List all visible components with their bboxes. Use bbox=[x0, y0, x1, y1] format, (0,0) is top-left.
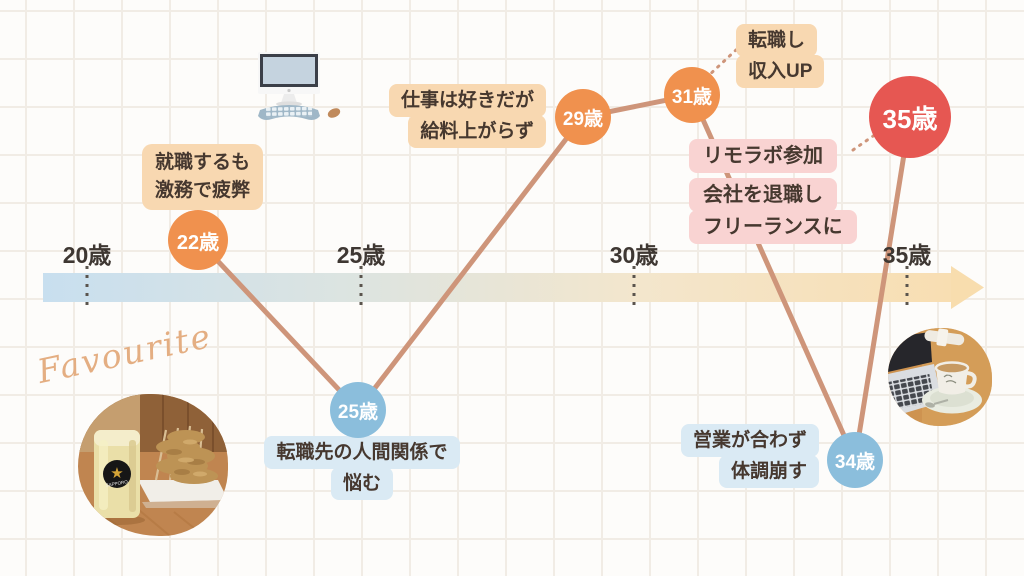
note-relationship: 転職先の人間関係で 悩む bbox=[259, 436, 465, 500]
timeline-arrowhead-icon bbox=[951, 266, 984, 309]
note-health: 営業が合わず 体調崩す bbox=[680, 424, 819, 488]
beer-and-kushikatsu-photo: ★ SAPPORO bbox=[78, 394, 228, 536]
note-line: 給料上がらず bbox=[408, 115, 546, 148]
note-line: 体調崩す bbox=[718, 455, 819, 488]
coffee-photo-art bbox=[888, 328, 992, 426]
milestone-29: 29歳 bbox=[555, 89, 611, 145]
note-income-up: 転職し 収入UP bbox=[736, 24, 825, 88]
note-line: リモラボ参加 bbox=[689, 139, 837, 173]
note-line: 仕事は好きだが bbox=[388, 84, 546, 117]
coffee-cup-and-laptop-photo bbox=[888, 328, 992, 426]
tick-label-30: 30歳 bbox=[609, 242, 659, 268]
milestone-path bbox=[195, 92, 913, 463]
note-line: フリーランスに bbox=[689, 210, 857, 244]
milestone-31: 31歳 bbox=[664, 67, 720, 123]
milestone-22: 22歳 bbox=[168, 210, 228, 270]
milestone-34: 34歳 bbox=[827, 432, 883, 488]
note-remolab: リモラボ参加 bbox=[689, 139, 837, 173]
milestone-35: 35歳 bbox=[869, 76, 951, 158]
note-employment: 就職するも 激務で疲弊 bbox=[142, 144, 264, 210]
computer-icon bbox=[258, 52, 341, 120]
note-line: 悩む bbox=[330, 467, 393, 500]
desktop-computer-illustration bbox=[254, 52, 344, 124]
note-freelance: 会社を退職し フリーランスに bbox=[689, 178, 857, 244]
dotted-connectors bbox=[704, 48, 878, 152]
note-line: 転職先の人間関係で bbox=[264, 436, 460, 469]
tick-label-25: 25歳 bbox=[336, 242, 386, 268]
beer-photo-art: ★ SAPPORO bbox=[78, 394, 228, 536]
note-line: 営業が合わず bbox=[680, 424, 819, 457]
svg-text:SAPPORO: SAPPORO bbox=[105, 479, 128, 488]
tick-label-20: 20歳 bbox=[62, 242, 112, 268]
timeline-bar bbox=[43, 273, 951, 302]
note-salary: 仕事は好きだが 給料上がらず bbox=[388, 84, 546, 148]
note-line: 就職するも bbox=[155, 152, 251, 173]
svg-text:★: ★ bbox=[110, 464, 123, 482]
note-line: 激務で疲弊 bbox=[155, 180, 251, 201]
tick-label-35: 35歳 bbox=[882, 242, 932, 268]
note-line: 収入UP bbox=[736, 55, 825, 88]
note-line: 会社を退職し bbox=[689, 178, 837, 212]
milestone-25: 25歳 bbox=[330, 382, 386, 438]
note-line: 転職し bbox=[736, 24, 818, 57]
